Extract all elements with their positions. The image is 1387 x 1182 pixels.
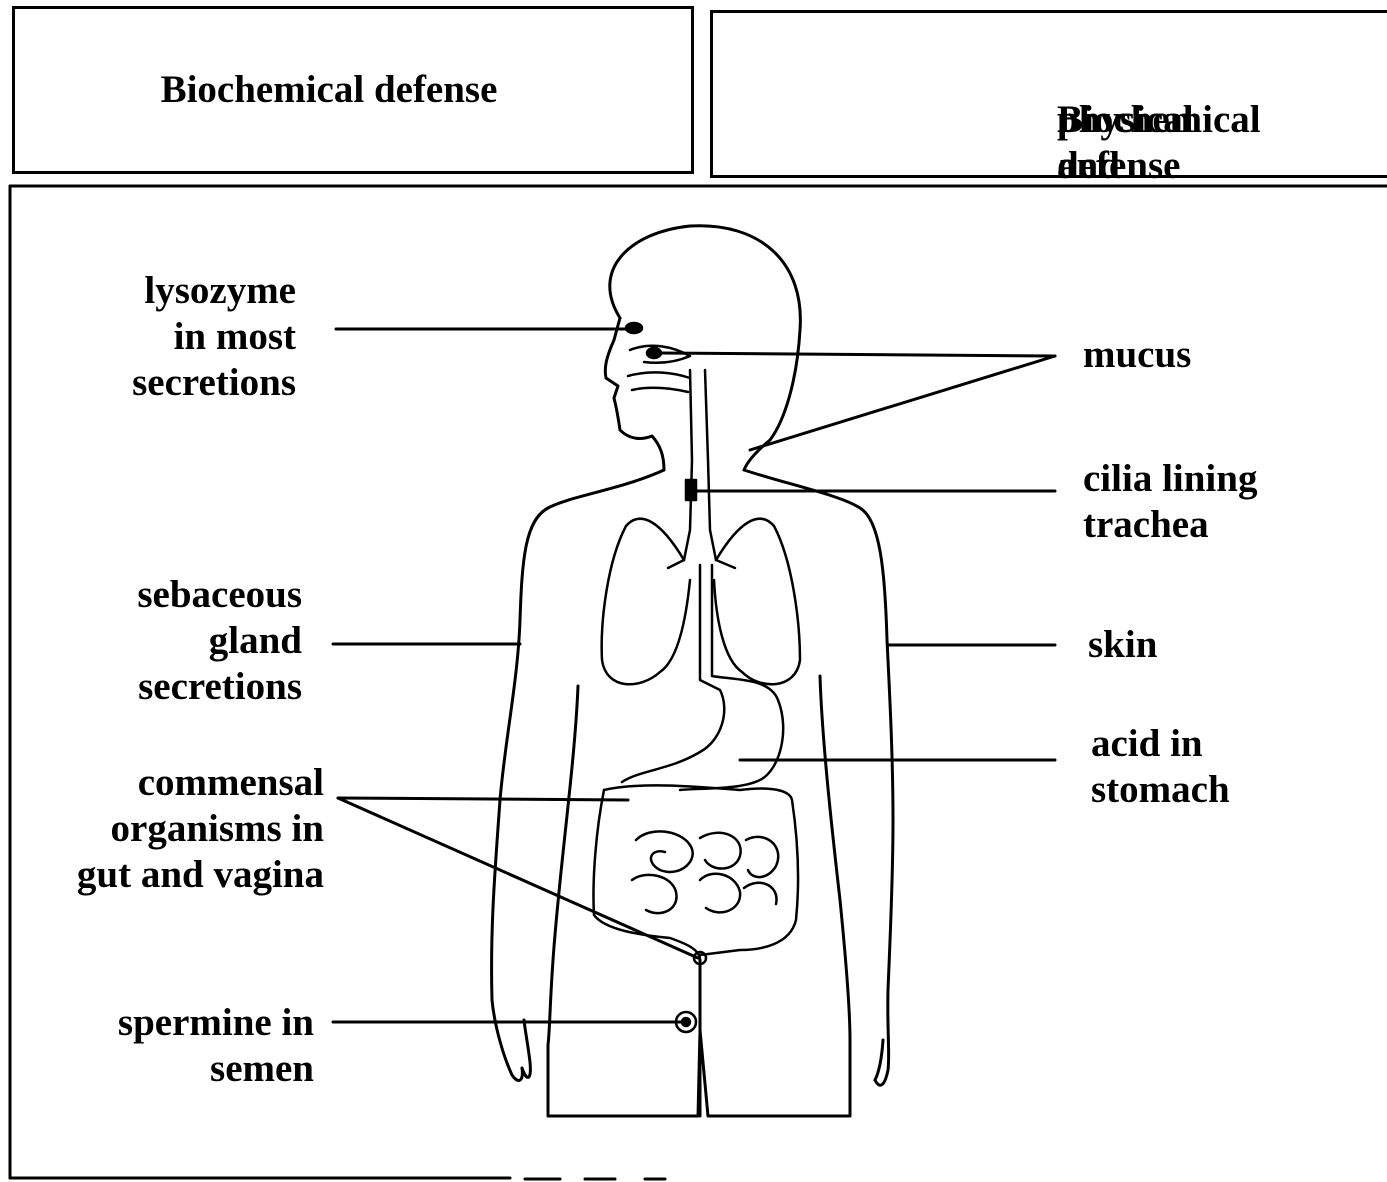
label-skin: skin xyxy=(1088,622,1157,668)
label-sebaceous: sebaceous gland secretions xyxy=(137,572,302,710)
leader-commensal-vagina xyxy=(338,798,698,958)
label-acid: acid in stomach xyxy=(1091,721,1230,813)
label-mucus: mucus xyxy=(1083,332,1191,378)
leader-lines xyxy=(333,329,1055,1022)
label-commensal: commensal organisms in gut and vagina xyxy=(77,760,324,898)
leader-mucus-nose xyxy=(660,353,1055,356)
label-spermine: spermine in semen xyxy=(118,1000,314,1092)
label-cilia: cilia lining trachea xyxy=(1083,456,1257,548)
body-outline xyxy=(492,226,893,1116)
label-lysozyme: lysozyme in most secretions xyxy=(132,268,296,406)
leader-commensal-gut xyxy=(338,798,628,800)
